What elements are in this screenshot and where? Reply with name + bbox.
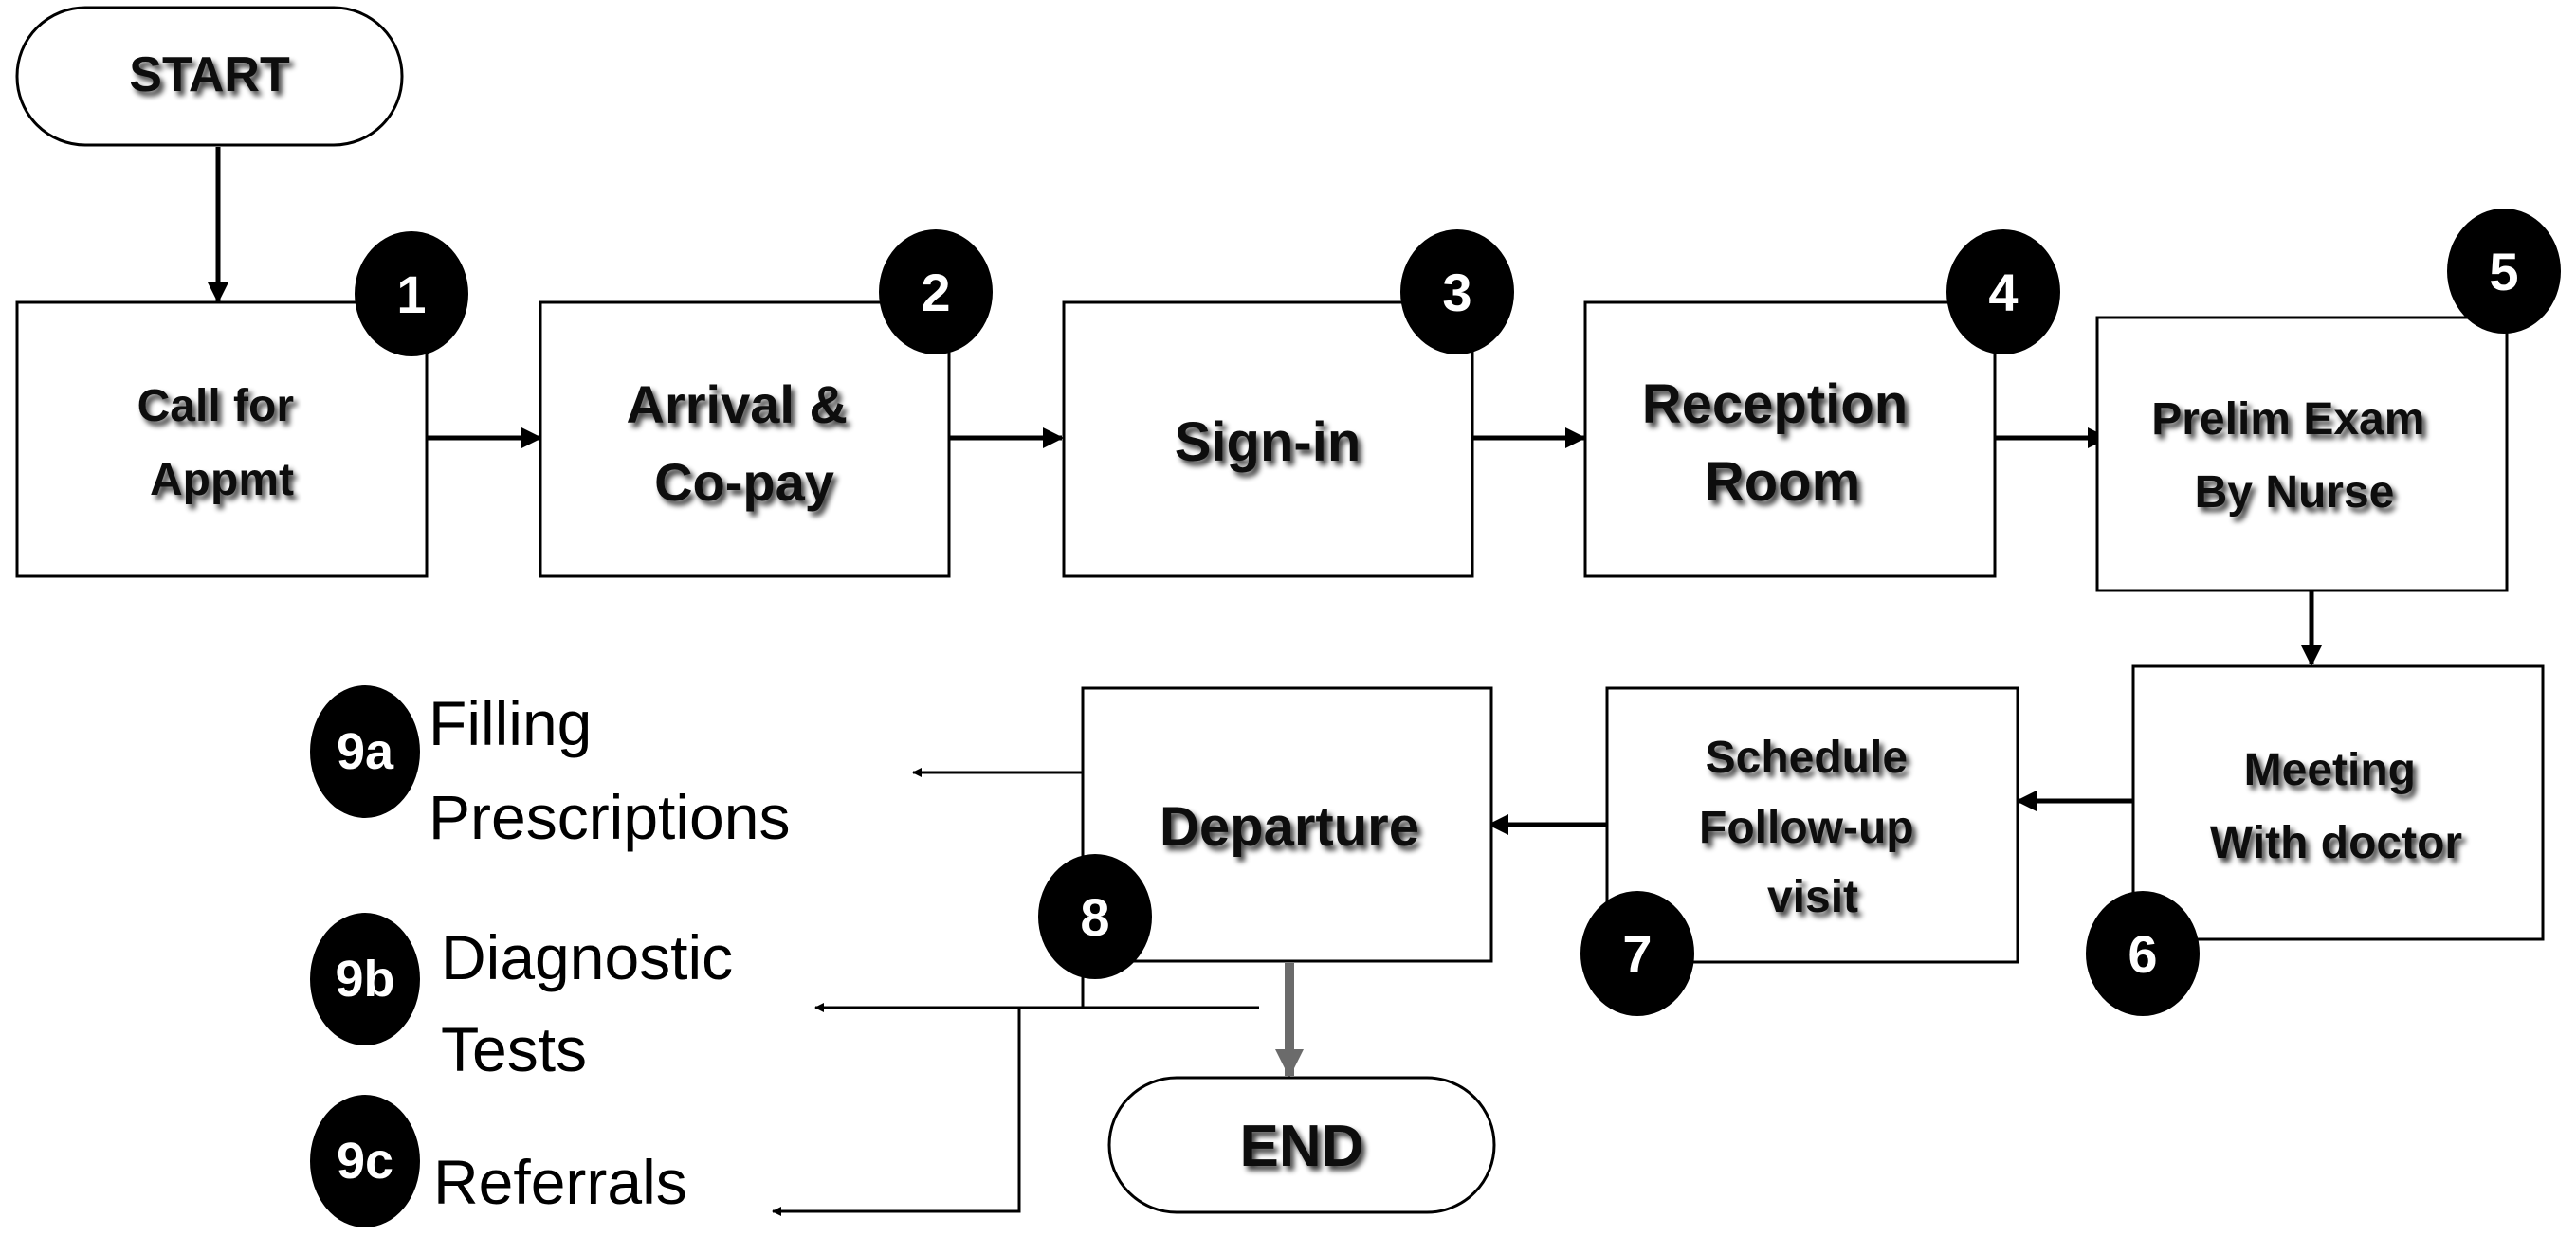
arrow-8-to-9c (772, 1008, 1021, 1216)
outcome-label: Diagnostic Tests (441, 922, 751, 1084)
badge-3: 3 (1400, 229, 1514, 354)
start-shape (15, 6, 404, 147)
badge-6: 6 (2086, 891, 2200, 1016)
step-label-line: Schedule (1706, 733, 1908, 783)
connectors (208, 147, 2322, 1216)
badge-label: 8 (1080, 887, 1109, 947)
outcome-label-line: Filling (429, 688, 592, 758)
outcome-9a: 9a Filling Prescriptions (310, 685, 790, 852)
step-2: Arrival & Co-pay (539, 300, 951, 578)
step-box (2131, 664, 2545, 941)
badge-circle (310, 685, 420, 818)
outcome-label: Referrals (433, 1147, 687, 1217)
step-box (539, 300, 951, 578)
outcome-9b: 9b Diagnostic Tests (310, 913, 751, 1084)
badge-label: 9a (337, 723, 394, 780)
end-label: END (1240, 1114, 1364, 1179)
outcome-label-line: Tests (441, 1014, 587, 1084)
step-label-line: Call for (137, 381, 294, 431)
badge-label: 9b (335, 951, 394, 1008)
badge-7: 7 (1580, 891, 1694, 1016)
badge-1: 1 (355, 231, 468, 356)
step-label: Schedule Follow-up visit (1699, 733, 1927, 922)
step-label-line: visit (1767, 872, 1858, 922)
badge-circle (310, 1095, 420, 1227)
step-badges: 1 2 3 4 5 6 7 8 (355, 209, 2561, 1016)
step-label: Call for Appmt (137, 381, 307, 505)
badge-label: 5 (2489, 242, 2518, 301)
step-box (2095, 316, 2509, 592)
badge-circle (879, 229, 993, 354)
step-label: Departure (1160, 796, 1419, 858)
badge-circle (355, 231, 468, 356)
step-label: Sign-in (1175, 411, 1361, 473)
step-1: Call for Appmt (15, 300, 429, 578)
outcome-label-line: Prescriptions (429, 782, 790, 852)
outcome-9c: 9c Referrals (310, 1095, 687, 1227)
badge-circle (2086, 891, 2200, 1016)
step-label: Meeting With doctor (2210, 745, 2462, 868)
outcome-label-line: Referrals (433, 1147, 687, 1217)
step-label-line: Prelim Exam (2151, 394, 2424, 445)
badge-label: 6 (2128, 924, 2157, 984)
step-3: Sign-in (1062, 300, 1474, 578)
step-label-line: By Nurse (2195, 467, 2395, 518)
start-terminal: START (15, 6, 404, 147)
step-box (15, 300, 429, 578)
badge-label: 2 (921, 263, 950, 322)
step-box (1583, 300, 1997, 578)
badge-circle (1038, 854, 1152, 979)
end-shape (1107, 1076, 1496, 1214)
outcome-label-line: Diagnostic (441, 922, 733, 992)
step-label-line: Reception (1642, 373, 1908, 435)
step-label: Prelim Exam By Nurse (2151, 394, 2438, 518)
step-label-line: Room (1705, 451, 1860, 513)
outcome-label: Filling Prescriptions (429, 688, 790, 852)
step-4: Reception Room (1583, 300, 1997, 578)
step-label-line: Follow-up (1699, 803, 1914, 853)
badge-circle (1400, 229, 1514, 354)
step-label-line: With doctor (2210, 818, 2462, 868)
badge-8: 8 (1038, 854, 1152, 979)
badge-label: 7 (1622, 924, 1652, 984)
badge-label: 1 (396, 264, 426, 324)
badge-5: 5 (2447, 209, 2561, 334)
step-label-line: Co-pay (654, 452, 834, 512)
step-label-line: Meeting (2244, 745, 2416, 795)
badge-label: 4 (1988, 263, 2018, 322)
step-label-line: Departure (1160, 796, 1419, 858)
step-5: Prelim Exam By Nurse (2095, 316, 2509, 592)
badge-label: 3 (1442, 263, 1471, 322)
step-box (1081, 686, 1493, 963)
badge-circle (310, 913, 420, 1045)
step-label-line: Arrival & (627, 374, 848, 434)
badge-4: 4 (1946, 229, 2060, 354)
step-label-line: Sign-in (1175, 411, 1361, 473)
step-label: Reception Room (1642, 373, 1924, 513)
start-label: START (129, 47, 290, 102)
badge-2: 2 (879, 229, 993, 354)
badge-label: 9c (337, 1133, 393, 1190)
badge-circle (2447, 209, 2561, 334)
badge-circle (1580, 891, 1694, 1016)
step-6: Meeting With doctor (2131, 664, 2545, 941)
step-8: Departure (1081, 686, 1493, 963)
step-label: Arrival & Co-pay (627, 374, 863, 512)
badge-circle (1946, 229, 2060, 354)
step-box (1062, 300, 1474, 578)
end-terminal: END (1107, 1076, 1496, 1214)
step-label-line: Appmt (150, 455, 294, 505)
